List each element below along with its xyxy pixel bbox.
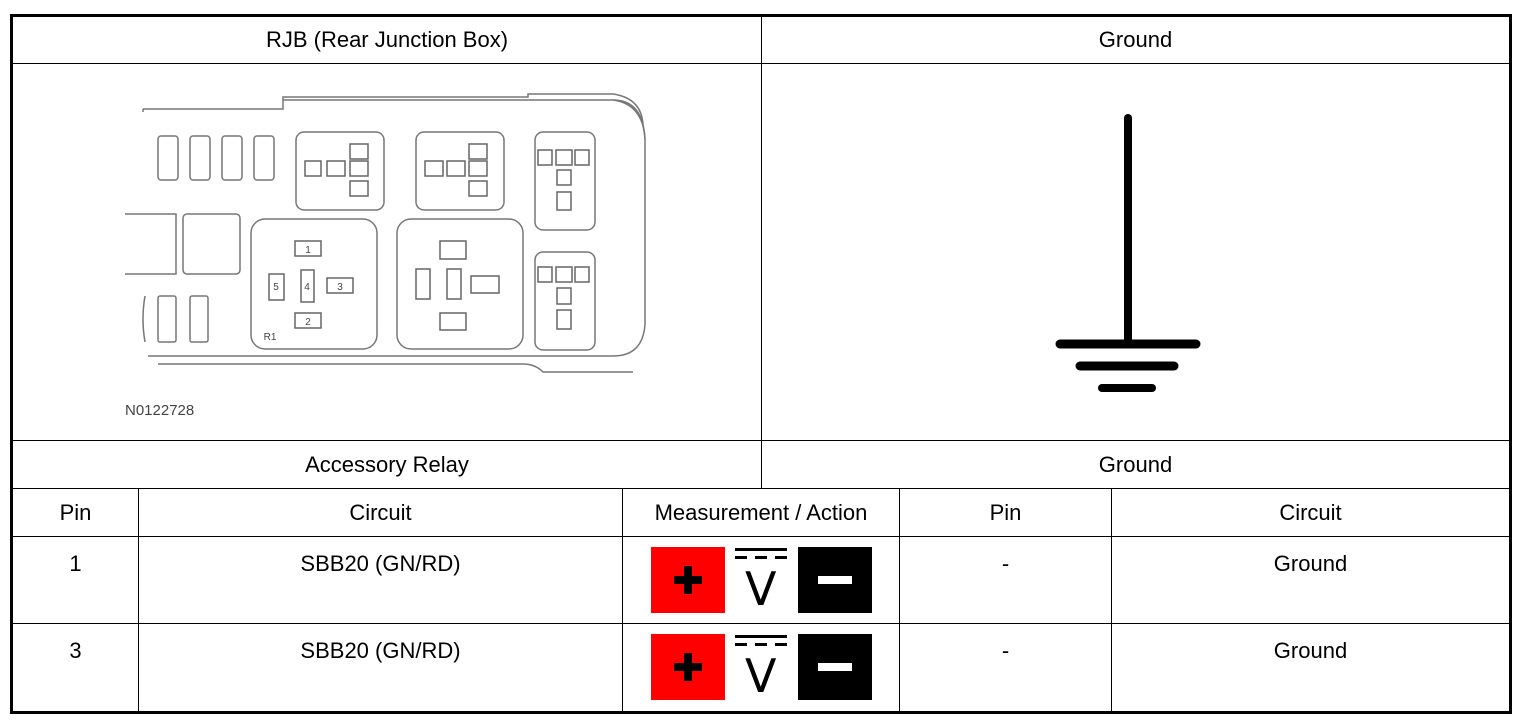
table-row-pin: 3 [69,638,82,663]
pin-label: 4 [304,282,310,293]
table-row-circuit-2: Ground [1273,638,1348,663]
dc-symbol-icon [735,548,787,551]
table-row-circuit: SBB20 (GN/RD) [300,551,461,576]
row-divider [12,536,1510,537]
ground-title: Ground [1098,27,1173,52]
diagram-ref-code: N0122728 [125,402,194,419]
column-header-pin: Pin [59,499,92,525]
rjb-connector-diagram: 1 2 3 4 5 R1 N0122728 [125,93,646,419]
column-divider [899,488,900,712]
column-header-circuit: Circuit [349,499,412,525]
table-row-circuit: SBB20 (GN/RD) [300,638,461,663]
voltmeter-measurement: V [623,537,899,623]
row-divider [12,623,1510,624]
column-divider [138,488,139,712]
positive-probe-icon [651,547,725,613]
positive-probe-icon [651,634,725,700]
pin-label: 2 [305,317,311,328]
column-header-pin-2: Pin [989,499,1022,525]
pin-label: 3 [337,282,343,293]
ground-icon [1055,114,1201,392]
column-header-circuit-2: Circuit [1279,499,1342,525]
voltmeter-icon: V [745,649,777,703]
ground-component-name: Ground [1098,451,1173,477]
voltmeter-icon: V [745,562,777,616]
pin-label: 1 [305,245,311,256]
connector-title: RJB (Rear Junction Box) [265,27,509,52]
column-divider [1111,488,1112,712]
dc-symbol-icon [735,635,787,638]
row-divider [12,488,1510,489]
pinout-table [10,14,1512,714]
table-row-circuit-2: Ground [1273,551,1348,576]
negative-probe-icon [798,547,872,613]
relay-label: R1 [264,332,277,343]
table-row-pin: 1 [69,551,82,576]
column-divider [622,488,623,712]
component-name: Accessory Relay [305,451,469,477]
table-row-pin-2: - [1001,638,1010,663]
voltmeter-measurement: V [623,624,899,712]
pin-label: 5 [273,282,279,293]
column-divider [761,16,762,488]
table-row-pin-2: - [1001,551,1010,576]
negative-probe-icon [798,634,872,700]
column-header-measurement: Measurement / Action [654,499,868,525]
